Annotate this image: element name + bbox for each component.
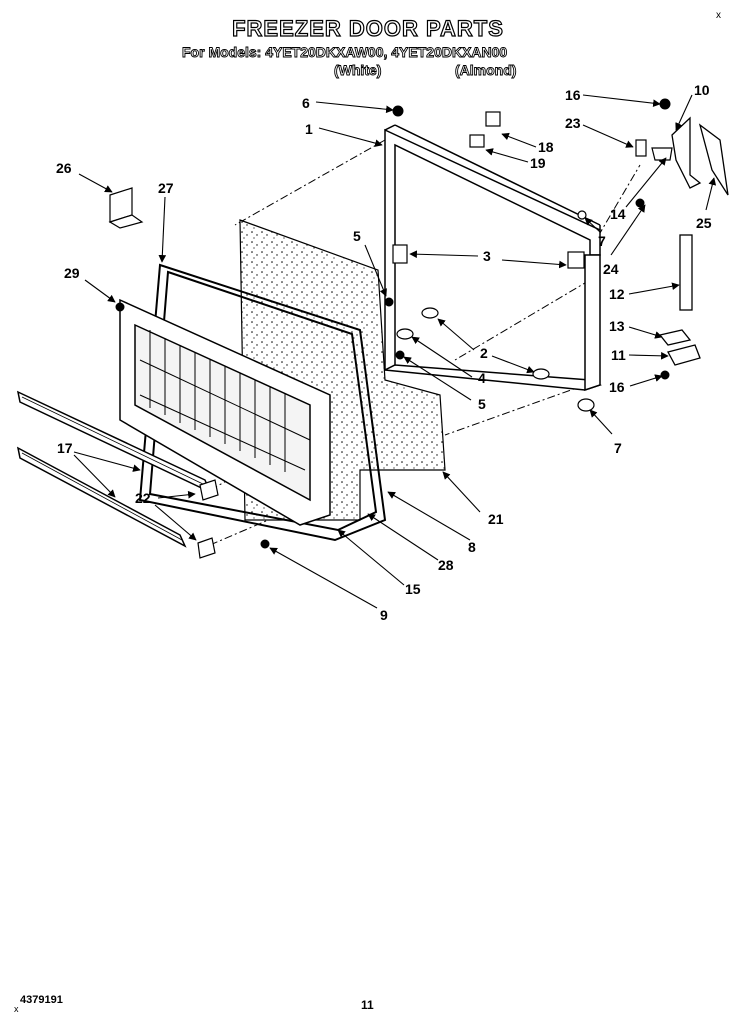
callout-28: 28 [438,557,454,573]
callout-labels: 1 6 18 19 16 10 23 14 7 25 24 12 13 11 1… [56,82,712,623]
callout-5b: 5 [478,396,486,412]
color-almond-label: (Almond) [455,62,517,79]
callout-26: 26 [56,160,72,176]
callout-11: 11 [611,347,626,363]
callout-7b: 7 [614,440,622,456]
callout-5a: 5 [353,228,361,244]
callout-2: 2 [480,345,488,361]
inner-door-panel [119,298,331,526]
callout-21: 21 [488,511,504,527]
callout-14: 14 [610,206,626,222]
end-caps [197,479,219,559]
page-title: FREEZER DOOR PARTS [231,15,504,41]
leader-lines [73,94,717,609]
model-list: For Models: 4YET20DKXAW00, 4YET20DKXAN00 [182,44,508,61]
screws [115,98,671,549]
callout-19: 19 [530,155,546,171]
callout-18: 18 [538,139,554,155]
color-white-label: (White) [334,62,382,79]
document-number: 4379191 [20,994,63,1006]
callout-12: 12 [609,286,625,302]
callout-23: 23 [565,115,581,131]
callout-10: 10 [694,82,710,98]
callout-6: 6 [302,95,310,111]
small-parts [392,111,673,412]
callout-3: 3 [483,248,491,264]
callout-16a: 16 [565,87,581,103]
hinge-assembly [658,116,729,366]
corner-mark: x [716,10,721,21]
callout-27: 27 [158,180,174,196]
callout-1: 1 [305,121,313,137]
page-number: 11 [361,998,374,1012]
callout-15: 15 [405,581,421,597]
callout-7a: 7 [598,233,606,249]
document-mark: x [14,1004,19,1014]
callout-29: 29 [64,265,80,281]
callout-24: 24 [603,261,619,277]
callout-8: 8 [468,539,476,555]
door-frame [382,124,602,392]
callout-16b: 16 [609,379,625,395]
door-trim-strips [16,390,212,548]
callout-4: 4 [478,370,486,386]
callout-9: 9 [380,607,388,623]
callout-22: 22 [135,490,151,506]
callout-13: 13 [609,318,625,334]
callout-17: 17 [57,440,73,456]
callout-25: 25 [696,215,712,231]
bracket-26 [108,187,144,229]
